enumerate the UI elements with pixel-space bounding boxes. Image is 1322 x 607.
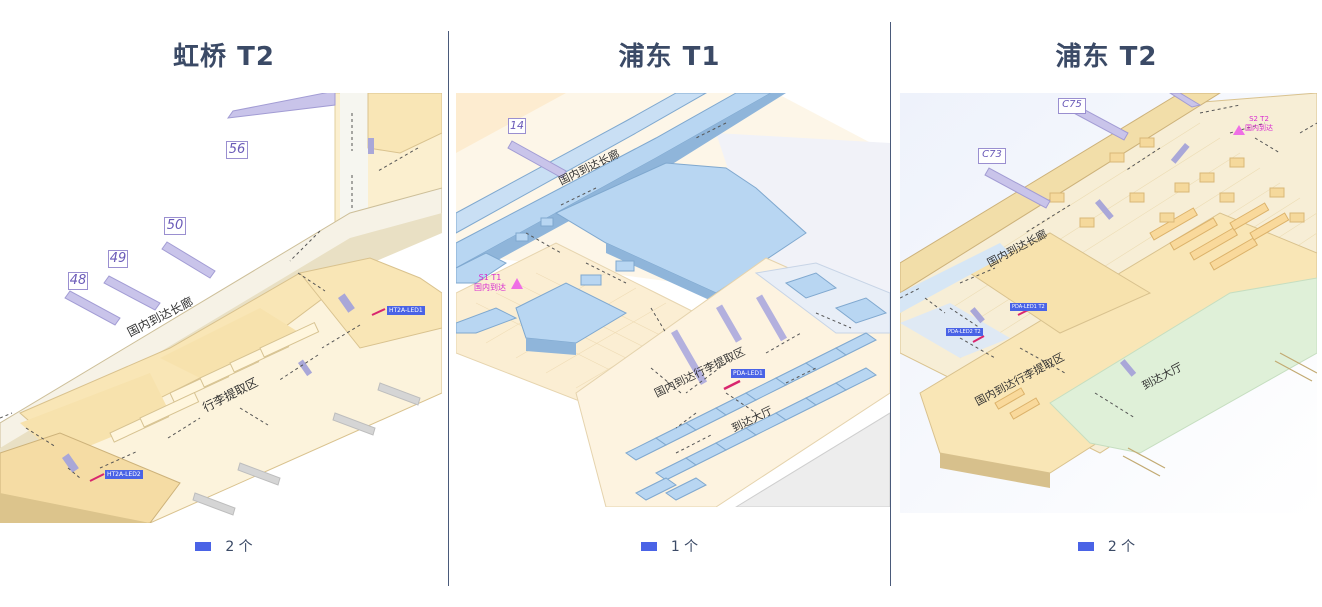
gate-label: 49 — [108, 250, 128, 268]
legend-count: 2 个 — [1107, 539, 1136, 555]
gate-label: C73 — [978, 148, 1006, 164]
map-canvas — [456, 93, 890, 507]
legend-count: 1 个 — [670, 539, 699, 555]
legend-count: 2 个 — [225, 539, 253, 555]
panel-title: 浦东 T2 — [1055, 42, 1158, 72]
legend: 2 个 — [0, 536, 448, 556]
gate-label: 50 — [164, 217, 186, 235]
map-canvas — [900, 93, 1317, 513]
terminal-map-pudong-t2[interactable]: C75 C73 S2 T2 国内到达 国内到达长廊 国内到达行李提取区 到达大厅… — [900, 93, 1317, 513]
panel-title: 浦东 T1 — [618, 42, 721, 72]
panel-hongqiao-t2: 虹桥 T2 — [0, 0, 448, 607]
transfer-destination: 国内到达 — [474, 283, 506, 292]
panel-pudong-t1: 浦东 T1 — [449, 0, 890, 607]
map-canvas — [0, 93, 442, 523]
panel-divider — [890, 22, 891, 586]
led-badge[interactable]: PDA-LED1 — [731, 369, 765, 378]
panel-pudong-t2: 浦东 T2 — [891, 0, 1322, 607]
led-badge[interactable]: PDA-LED1 T2 — [1010, 303, 1047, 311]
led-badge[interactable]: PDA-LED2 T2 — [946, 328, 983, 336]
legend: 2 个 — [891, 536, 1322, 556]
gate-label: 48 — [68, 272, 88, 290]
led-screen-icon — [1077, 541, 1094, 551]
transfer-label: S1 T1 国内到达 — [474, 273, 506, 293]
gate-label: 14 — [508, 118, 526, 134]
legend: 1 个 — [449, 536, 890, 556]
led-screen-icon — [195, 541, 212, 551]
terminal-map-pudong-t1[interactable]: 14 S1 T1 国内到达 国内到达长廊 国内到达行李提取区 到达大厅 PDA-… — [456, 93, 890, 507]
transfer-label: S2 T2 国内到达 — [1245, 115, 1273, 133]
gate-label: C75 — [1058, 98, 1086, 114]
transfer-destination: 国内到达 — [1245, 124, 1273, 132]
transfer-route: S1 T1 — [478, 273, 502, 282]
terminal-map-hongqiao-t2[interactable]: 48 49 50 56 国内到达长廊 行李提取区 HT2A-LED1 HT2A-… — [0, 93, 442, 523]
transfer-route: S2 T2 — [1249, 115, 1269, 123]
led-badge[interactable]: HT2A-LED2 — [105, 470, 143, 479]
panel-divider — [448, 31, 449, 586]
led-badge[interactable]: HT2A-LED1 — [387, 306, 425, 315]
led-screen-icon — [640, 541, 657, 551]
panel-title: 虹桥 T2 — [173, 42, 275, 72]
gate-label: 56 — [226, 141, 248, 159]
